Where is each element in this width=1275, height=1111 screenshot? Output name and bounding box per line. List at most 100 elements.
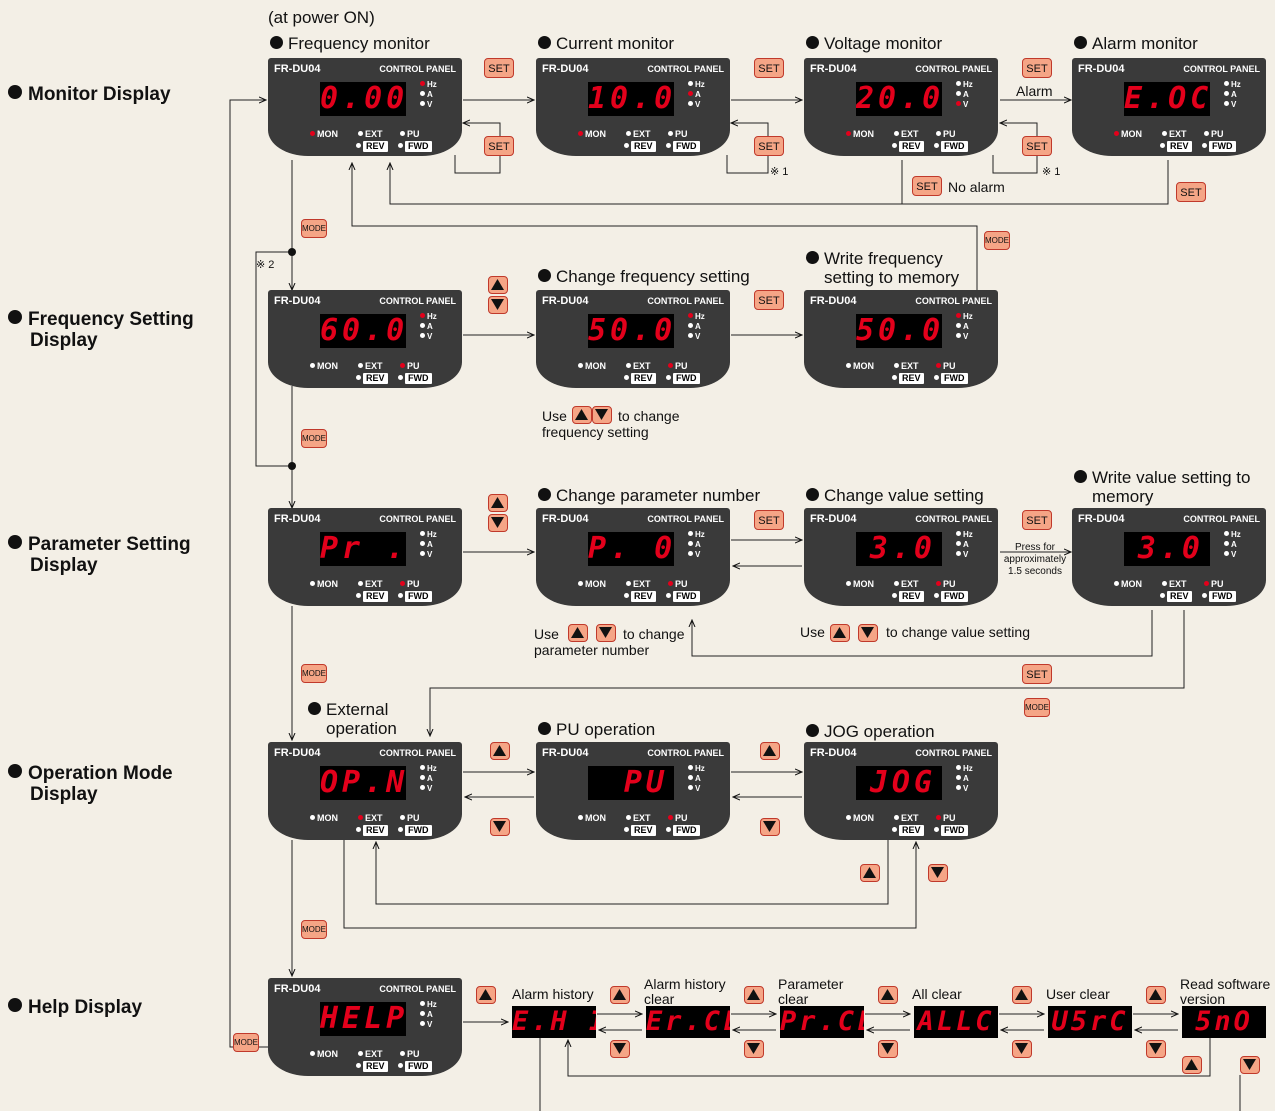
set-key[interactable]: SET <box>1022 136 1052 156</box>
mode-key[interactable]: MODE <box>301 219 327 238</box>
rev-button[interactable]: REV <box>624 825 656 836</box>
fwd-button[interactable]: FWD <box>398 825 432 836</box>
set-key[interactable]: SET <box>754 136 784 156</box>
up-key[interactable] <box>860 864 880 882</box>
fwd-button[interactable]: FWD <box>666 825 700 836</box>
up-key[interactable] <box>572 406 592 424</box>
up-key[interactable] <box>1182 1056 1202 1074</box>
fwd-button[interactable]: FWD <box>934 141 968 152</box>
mode-key[interactable]: MODE <box>1024 698 1050 717</box>
rev-button[interactable]: REV <box>624 373 656 384</box>
rev-button[interactable]: REV <box>624 591 656 602</box>
set-key[interactable]: SET <box>754 510 784 530</box>
panel-alarm-monitor: FR-DU04 CONTROL PANEL E.OC 1 Hz A V MON … <box>1072 58 1266 156</box>
use-value-suffix: to change value setting <box>886 624 1030 640</box>
mode-key[interactable]: MODE <box>301 664 327 683</box>
rev-button[interactable]: REV <box>356 141 388 152</box>
down-key[interactable] <box>858 624 878 642</box>
help-item-label-line2: version <box>1180 991 1226 1007</box>
fwd-button[interactable]: FWD <box>666 141 700 152</box>
down-key[interactable] <box>878 1040 898 1058</box>
down-key[interactable] <box>1146 1040 1166 1058</box>
fwd-button[interactable]: FWD <box>398 141 432 152</box>
mon-indicator: MON <box>578 361 606 371</box>
rev-button[interactable]: REV <box>356 825 388 836</box>
fwd-button[interactable]: FWD <box>398 591 432 602</box>
rev-button[interactable]: REV <box>892 373 924 384</box>
pu-indicator: PU <box>668 129 688 139</box>
lcd-display: 50.00 <box>588 314 674 348</box>
rev-button[interactable]: REV <box>892 591 924 602</box>
down-key[interactable] <box>1240 1056 1260 1074</box>
rev-button[interactable]: REV <box>624 141 656 152</box>
panel-model: FR-DU04 <box>1078 63 1125 75</box>
fwd-button[interactable]: FWD <box>934 373 968 384</box>
mode-key[interactable]: MODE <box>233 1033 259 1052</box>
power-on-note: (at power ON) <box>268 8 375 27</box>
down-key[interactable] <box>760 818 780 836</box>
fwd-button[interactable]: FWD <box>666 373 700 384</box>
rev-button[interactable]: REV <box>1160 141 1192 152</box>
panel-write-value: FR-DU04 CONTROL PANEL 3.0 Hz A V MON EXT… <box>1072 508 1266 606</box>
panel-control-label: CONTROL PANEL <box>915 514 992 524</box>
down-key[interactable] <box>592 406 612 424</box>
ext-indicator: EXT <box>626 579 651 589</box>
down-key[interactable] <box>610 1040 630 1058</box>
set-key[interactable]: SET <box>1022 664 1052 684</box>
down-key[interactable] <box>488 296 508 314</box>
fwd-button[interactable]: FWD <box>1202 591 1236 602</box>
use-freq-prefix: Use <box>542 408 567 424</box>
rev-button[interactable]: REV <box>892 141 924 152</box>
down-key[interactable] <box>744 1040 764 1058</box>
mode-key[interactable]: MODE <box>301 429 327 448</box>
up-key[interactable] <box>488 494 508 512</box>
down-key[interactable] <box>488 514 508 532</box>
down-key[interactable] <box>1012 1040 1032 1058</box>
up-key[interactable] <box>1146 986 1166 1004</box>
set-key[interactable]: SET <box>484 58 514 78</box>
rev-button[interactable]: REV <box>892 825 924 836</box>
set-key[interactable]: SET <box>754 290 784 310</box>
up-key[interactable] <box>1012 986 1032 1004</box>
rev-button[interactable]: REV <box>356 373 388 384</box>
mode-key[interactable]: MODE <box>301 920 327 939</box>
up-arrow-icon <box>763 745 776 756</box>
down-arrow-icon <box>491 299 504 310</box>
rev-button[interactable]: REV <box>356 591 388 602</box>
down-key[interactable] <box>596 624 616 642</box>
use-freq-suffix: to change <box>618 408 680 424</box>
up-key[interactable] <box>490 742 510 760</box>
set-key[interactable]: SET <box>484 136 514 156</box>
down-key[interactable] <box>928 864 948 882</box>
fwd-button[interactable]: FWD <box>398 1061 432 1072</box>
up-key[interactable] <box>610 986 630 1004</box>
set-key[interactable]: SET <box>1176 182 1206 202</box>
up-key[interactable] <box>744 986 764 1004</box>
up-key[interactable] <box>488 276 508 294</box>
fwd-button[interactable]: FWD <box>666 591 700 602</box>
up-key[interactable] <box>476 986 496 1004</box>
up-key[interactable] <box>878 986 898 1004</box>
up-key[interactable] <box>830 624 850 642</box>
set-key[interactable]: SET <box>1022 58 1052 78</box>
mode-key[interactable]: MODE <box>984 231 1010 250</box>
set-key[interactable]: SET <box>754 58 784 78</box>
panel-control-label: CONTROL PANEL <box>379 64 456 74</box>
help-item-label: User clear <box>1046 986 1110 1002</box>
up-key[interactable] <box>760 742 780 760</box>
fwd-button[interactable]: FWD <box>398 373 432 384</box>
set-key[interactable]: SET <box>912 176 942 196</box>
rev-button[interactable]: REV <box>356 1061 388 1072</box>
rev-button[interactable]: REV <box>1160 591 1192 602</box>
ext-indicator: EXT <box>894 361 919 371</box>
fwd-button[interactable]: FWD <box>1202 141 1236 152</box>
fwd-button[interactable]: FWD <box>934 591 968 602</box>
mon-indicator: MON <box>310 1049 338 1059</box>
set-key[interactable]: SET <box>1022 510 1052 530</box>
down-key[interactable] <box>490 818 510 836</box>
up-key[interactable] <box>568 624 588 642</box>
title-change-value: Change value setting <box>806 486 984 505</box>
unit-indicators: Hz A V <box>420 530 437 560</box>
up-arrow-icon <box>881 989 894 1000</box>
fwd-button[interactable]: FWD <box>934 825 968 836</box>
